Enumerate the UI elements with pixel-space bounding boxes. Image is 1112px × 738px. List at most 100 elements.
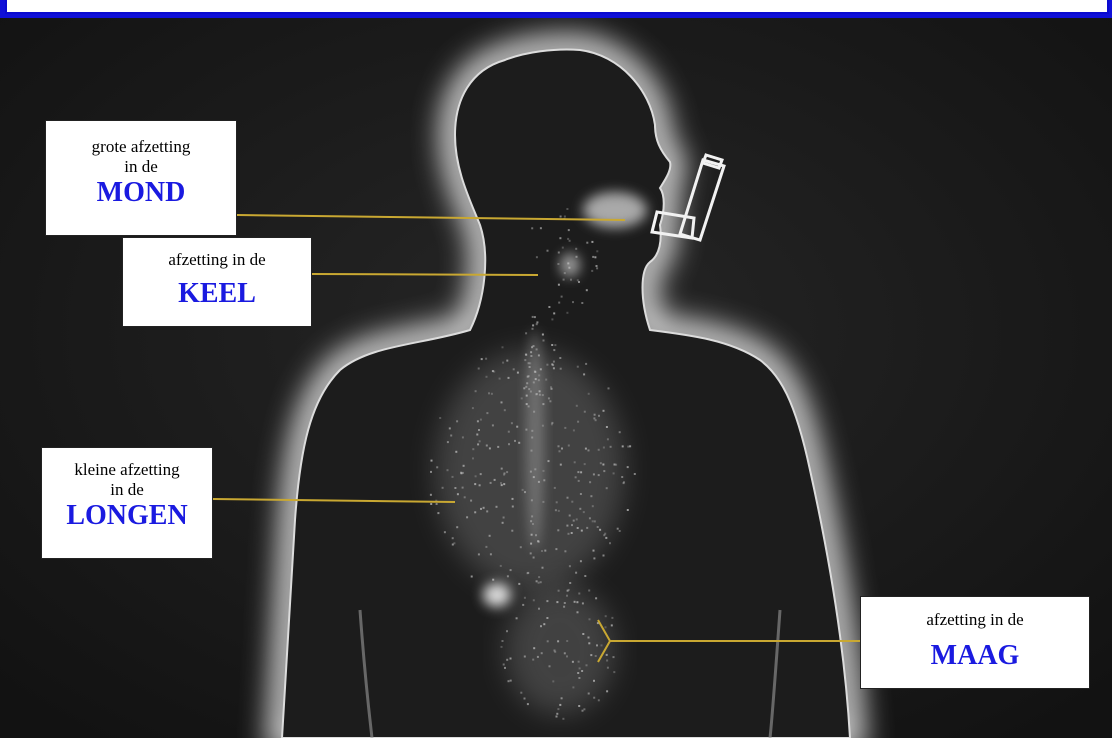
speckle [502,346,504,348]
speckle [553,367,555,369]
speckle [563,279,565,281]
speckle [555,509,557,511]
speckle [573,429,575,431]
speckle [588,590,590,592]
speckle [619,530,621,532]
speckle [576,601,578,603]
speckle [566,595,568,597]
speckle [564,427,566,429]
speckle [479,440,481,442]
speckle [456,420,458,422]
speckle [499,378,501,380]
speckle [586,242,588,244]
speckle [532,316,534,318]
speckle [510,569,512,571]
speckle [574,601,576,603]
speckle [560,368,562,370]
label-maag-line1: afzetting in de [861,610,1089,630]
speckle [558,445,560,447]
speckle [606,487,608,489]
speckle [547,640,549,642]
speckle [531,437,533,439]
speckle [462,472,464,474]
speckle [627,466,629,468]
speckle [501,484,503,486]
speckle [569,240,571,242]
label-longen-line2: in de [42,480,212,500]
speckle [486,412,488,414]
speckle [566,655,568,657]
speckle [589,517,591,519]
speckle [571,501,573,503]
speckle [533,476,535,478]
speckle [583,708,585,710]
speckle [526,395,528,397]
speckle [569,515,571,517]
speckle [568,267,570,269]
speckle [477,420,479,422]
speckle [490,482,492,484]
speckle [586,664,588,666]
speckle [593,697,595,699]
speckle [538,541,540,543]
speckle [516,426,518,428]
speckle [575,572,577,574]
label-maag: afzetting in de MAAG [860,596,1090,689]
speckle [470,500,472,502]
speckle [510,658,512,660]
speckle [573,520,575,522]
speckle [588,693,590,695]
speckle [581,530,583,532]
speckle [501,468,503,470]
speckle [442,487,444,489]
speckle [566,525,568,527]
header-frame [0,0,1112,18]
stomach-deposit [505,585,615,715]
speckle [582,633,584,635]
speckle [526,403,528,405]
speckle [475,390,477,392]
speckle [452,476,454,478]
speckle [538,354,540,356]
speckle [524,597,526,599]
speckle [501,401,503,403]
speckle [560,216,562,218]
speckle [452,544,454,546]
speckle [551,318,553,320]
speckle [558,510,560,512]
speckle [530,351,532,353]
speckle [542,567,544,569]
speckle [534,371,536,373]
speckle [608,387,610,389]
speckle [559,357,561,359]
speckle [527,703,529,705]
speckle [506,630,508,632]
speckle [594,520,596,522]
speckle [583,373,585,375]
speckle [556,713,558,715]
speckle [533,599,535,601]
speckle [593,473,595,475]
leader-line-keel [312,274,538,275]
speckle [488,392,490,394]
speckle [475,475,477,477]
speckle [486,510,488,512]
speckle [566,208,568,210]
speckle [598,474,600,476]
speckle [466,516,468,518]
speckle [528,375,530,377]
speckle [600,462,602,464]
speckle [530,552,532,554]
speckle [472,457,474,459]
speckle [603,470,605,472]
speckle [552,680,554,682]
speckle [580,471,582,473]
speckle [588,393,590,395]
speckle [525,332,527,334]
speckle [584,411,586,413]
label-longen-organ: LONGEN [42,500,212,532]
speckle [578,281,580,283]
speckle [536,580,538,582]
speckle [538,374,540,376]
speckle [542,334,544,336]
